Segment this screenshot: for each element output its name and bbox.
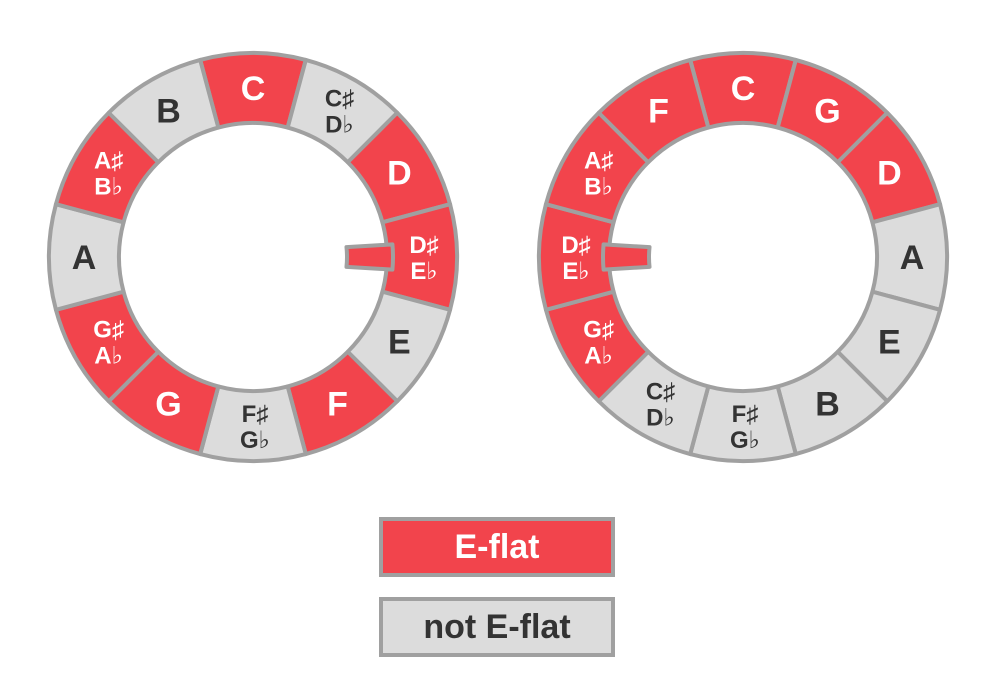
legend-e-flat-label: E-flat	[454, 527, 540, 566]
segment-label-c-sharp-d-flat: C♯D♭	[646, 378, 675, 431]
segment-label-c-sharp-d-flat: C♯D♭	[325, 86, 354, 139]
segment-label-f: F	[327, 385, 348, 423]
segment-label-a: A	[72, 239, 97, 277]
segment-label-d: D	[387, 155, 412, 193]
segment-label-d-sharp-e-flat: D♯E♭	[561, 232, 590, 285]
segment-label-f-sharp-g-flat: F♯G♭	[730, 401, 760, 454]
segment-label-d: D	[877, 155, 902, 193]
segment-label-e: E	[388, 324, 411, 362]
segment-label-d-sharp-e-flat: D♯E♭	[409, 232, 438, 285]
segment-label-g-sharp-a-flat: G♯A♭	[93, 317, 124, 370]
chromatic-circle: C C♯D♭ D D♯E♭ E F F♯G♭ G G♯A♭ A A♯B♭ B	[47, 51, 459, 463]
segment-label-a-sharp-b-flat: A♯B♭	[94, 148, 123, 201]
e-flat-marker-seam	[383, 247, 390, 267]
circle-of-fifths: C GD A EB F♯G♭ C♯D♭ G♯A♭ D♯E♭ A♯B♭ F	[537, 51, 949, 463]
segment-label-e: E	[878, 324, 901, 362]
legend-not-e-flat: not E-flat	[379, 597, 615, 657]
segment-label-g: G	[155, 385, 181, 423]
segment-label-g: G	[814, 93, 840, 131]
segment-label-b: B	[815, 385, 840, 423]
segment-b	[106, 57, 221, 165]
legend-not-e-flat-label: not E-flat	[423, 607, 571, 646]
segment-f	[596, 57, 711, 165]
segment-label-a: A	[900, 239, 925, 277]
segment-label-f-sharp-g-flat: F♯G♭	[240, 401, 270, 454]
legend-e-flat: E-flat	[379, 517, 615, 577]
segment-label-c: C	[241, 70, 266, 108]
e-flat-marker-seam	[606, 247, 613, 267]
e-flat-marker-tab	[344, 242, 395, 272]
segment-label-c: C	[731, 70, 756, 108]
e-flat-marker-tab	[601, 242, 652, 272]
segment-label-f: F	[648, 93, 669, 131]
segment-label-g-sharp-a-flat: G♯A♭	[583, 317, 614, 370]
segment-label-a-sharp-b-flat: A♯B♭	[584, 148, 613, 201]
segment-label-b: B	[156, 93, 181, 131]
